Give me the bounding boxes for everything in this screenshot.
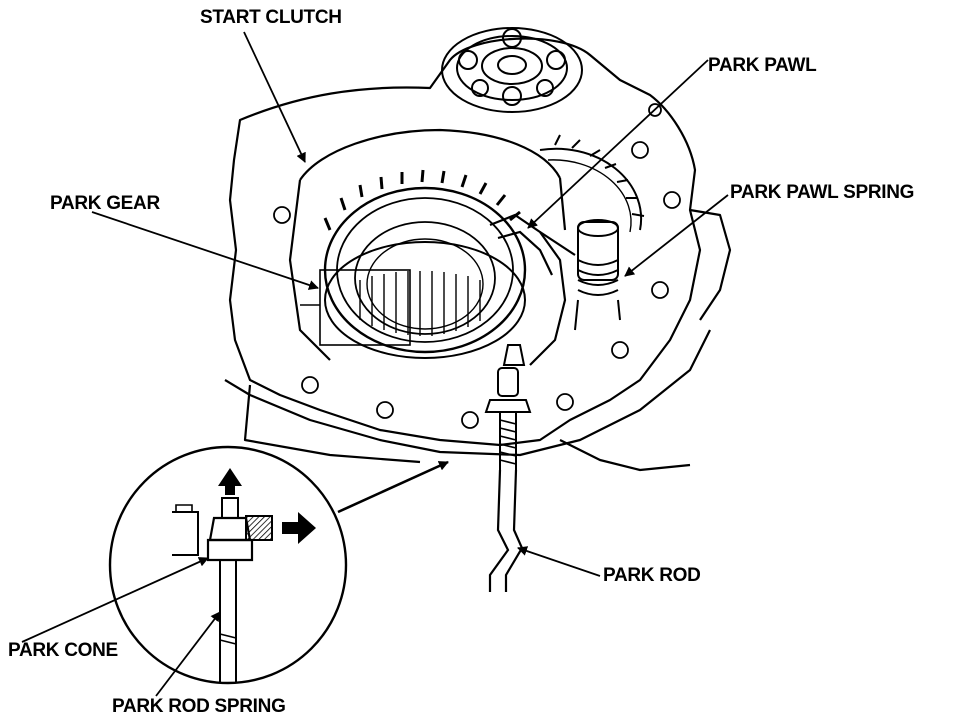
label-park-gear: PARK GEAR: [50, 193, 160, 214]
leader-park-rod-spring: [155, 611, 221, 697]
leader-lines: [21, 31, 729, 697]
label-park-pawl: PARK PAWL: [708, 55, 817, 76]
motion-arrows: [218, 468, 316, 544]
inset-detail: [108, 445, 348, 685]
up-arrow-icon: [218, 468, 242, 495]
label-park-rod: PARK ROD: [603, 565, 701, 586]
start-clutch-drum: [288, 128, 567, 361]
leader-park-cone: [21, 557, 209, 643]
label-park-pawl-spring: PARK PAWL SPRING: [730, 182, 915, 203]
leader-park-pawl: [527, 59, 709, 229]
rear-gear: [539, 134, 645, 233]
leader-park-gear: [91, 211, 319, 290]
label-park-cone: PARK CONE: [8, 640, 118, 661]
leader-start-clutch: [243, 31, 306, 163]
right-arrow-icon: [282, 512, 316, 544]
park-pawl: [489, 213, 576, 366]
park-pawl-spring: [574, 219, 621, 331]
label-park-rod-spring: PARK ROD SPRING: [112, 696, 286, 717]
park-gear: [300, 169, 527, 359]
leader-park-pawl-spring: [624, 194, 729, 277]
flange-bolt-holes: [273, 103, 681, 429]
leader-park-rod: [517, 546, 601, 577]
park-rod-assembly: [484, 344, 532, 592]
label-start-clutch: START CLUTCH: [200, 7, 342, 28]
upper-bearing: [441, 27, 583, 113]
leader-inset-to-rod: [337, 460, 449, 514]
